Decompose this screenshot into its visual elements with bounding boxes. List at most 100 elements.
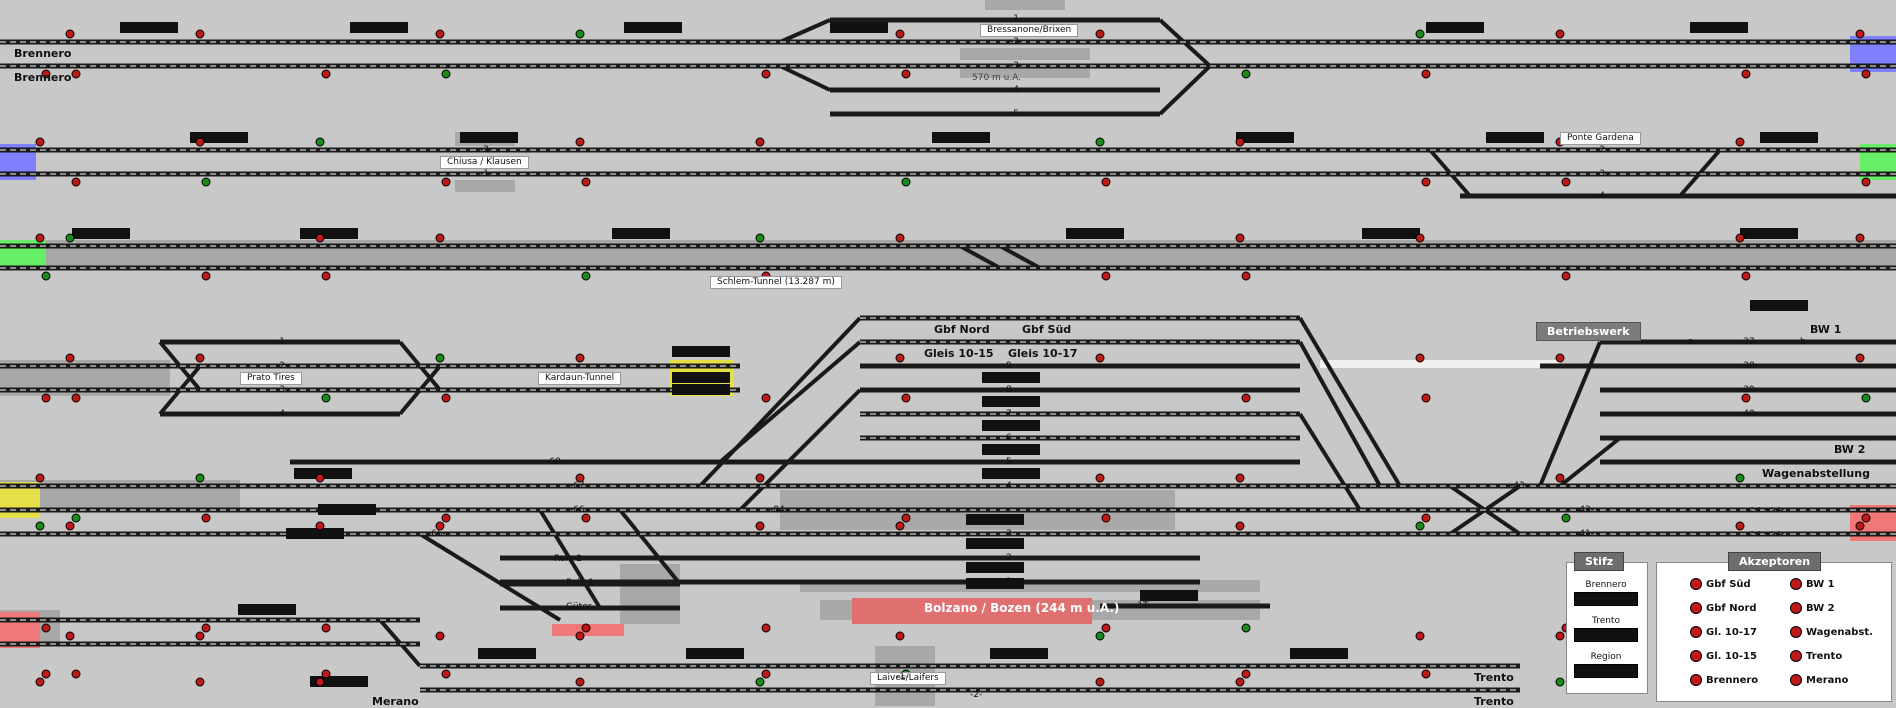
signal-light-icon[interactable] [1855, 233, 1865, 243]
signal-light-icon[interactable] [321, 69, 331, 79]
akzeptor-wagenabst[interactable]: Wagenabst. [1790, 626, 1873, 638]
signal-light-icon[interactable] [315, 137, 325, 147]
signal-light-icon[interactable] [1421, 177, 1431, 187]
signal-light-icon[interactable] [1235, 677, 1245, 687]
signal-light-icon[interactable] [1735, 137, 1745, 147]
signal-light-icon[interactable] [575, 353, 585, 363]
signal-light-icon[interactable] [755, 137, 765, 147]
signal-light-icon[interactable] [1421, 669, 1431, 679]
signal-light-icon[interactable] [201, 177, 211, 187]
signal-light-icon[interactable] [195, 137, 205, 147]
signal-light-icon[interactable] [1555, 677, 1565, 687]
signal-light-icon[interactable] [65, 233, 75, 243]
signal-light-icon[interactable] [41, 669, 51, 679]
signal-light-icon[interactable] [1555, 353, 1565, 363]
signal-light-icon[interactable] [1561, 271, 1571, 281]
signal-light-icon[interactable] [1101, 623, 1111, 633]
signal-light-icon[interactable] [1861, 69, 1871, 79]
signal-light-icon[interactable] [901, 513, 911, 523]
signal-light-icon[interactable] [321, 393, 331, 403]
akzeptor-gl-10-17[interactable]: Gl. 10-17 [1690, 626, 1757, 638]
signal-light-icon[interactable] [1415, 631, 1425, 641]
signal-light-icon[interactable] [1855, 521, 1865, 531]
signal-light-icon[interactable] [581, 513, 591, 523]
signal-light-icon[interactable] [755, 233, 765, 243]
signal-light-icon[interactable] [755, 677, 765, 687]
signal-light-icon[interactable] [441, 393, 451, 403]
signal-light-icon[interactable] [575, 29, 585, 39]
signal-light-icon[interactable] [1095, 677, 1105, 687]
signal-light-icon[interactable] [35, 137, 45, 147]
signal-light-icon[interactable] [1561, 513, 1571, 523]
signal-light-icon[interactable] [71, 177, 81, 187]
signal-light-icon[interactable] [201, 513, 211, 523]
signal-light-icon[interactable] [1421, 69, 1431, 79]
akzeptor-gbf-nord[interactable]: Gbf Nord [1690, 602, 1757, 614]
signal-light-icon[interactable] [321, 271, 331, 281]
signal-light-icon[interactable] [581, 271, 591, 281]
signal-light-icon[interactable] [1415, 521, 1425, 531]
signal-light-icon[interactable] [321, 623, 331, 633]
signal-light-icon[interactable] [201, 623, 211, 633]
signal-light-icon[interactable] [35, 473, 45, 483]
signal-light-icon[interactable] [1421, 513, 1431, 523]
signal-light-icon[interactable] [1735, 521, 1745, 531]
signal-light-icon[interactable] [435, 521, 445, 531]
signal-light-icon[interactable] [1555, 631, 1565, 641]
signal-light-icon[interactable] [1741, 69, 1751, 79]
signal-light-icon[interactable] [315, 521, 325, 531]
signal-light-icon[interactable] [1241, 393, 1251, 403]
signal-light-icon[interactable] [1235, 521, 1245, 531]
signal-light-icon[interactable] [441, 177, 451, 187]
signal-light-icon[interactable] [1855, 353, 1865, 363]
signal-light-icon[interactable] [1561, 177, 1571, 187]
signal-light-icon[interactable] [1095, 137, 1105, 147]
signal-light-icon[interactable] [895, 233, 905, 243]
akzeptor-gbf-sued[interactable]: Gbf Süd [1690, 578, 1751, 590]
signal-light-icon[interactable] [575, 677, 585, 687]
signal-light-icon[interactable] [41, 393, 51, 403]
signal-light-icon[interactable] [1241, 623, 1251, 633]
signal-light-icon[interactable] [575, 631, 585, 641]
signal-light-icon[interactable] [895, 521, 905, 531]
signal-light-icon[interactable] [441, 513, 451, 523]
stift-item-region[interactable]: Region [1566, 652, 1646, 678]
signal-light-icon[interactable] [581, 177, 591, 187]
akzeptor-brennero[interactable]: Brennero [1690, 674, 1758, 686]
akzeptor-bw1[interactable]: BW 1 [1790, 578, 1835, 590]
signal-light-icon[interactable] [315, 473, 325, 483]
signal-light-icon[interactable] [1095, 631, 1105, 641]
signal-light-icon[interactable] [581, 623, 591, 633]
signal-light-icon[interactable] [441, 69, 451, 79]
signal-light-icon[interactable] [1741, 271, 1751, 281]
stift-item-brennero[interactable]: Brennero [1566, 580, 1646, 606]
signal-light-icon[interactable] [575, 473, 585, 483]
signal-light-icon[interactable] [65, 521, 75, 531]
signal-light-icon[interactable] [435, 353, 445, 363]
signal-light-icon[interactable] [901, 69, 911, 79]
signal-light-icon[interactable] [755, 521, 765, 531]
signal-light-icon[interactable] [41, 623, 51, 633]
signal-light-icon[interactable] [35, 233, 45, 243]
signal-light-icon[interactable] [1241, 69, 1251, 79]
signal-light-icon[interactable] [1235, 137, 1245, 147]
signal-light-icon[interactable] [71, 393, 81, 403]
signal-light-icon[interactable] [895, 353, 905, 363]
signal-light-icon[interactable] [761, 623, 771, 633]
signal-light-icon[interactable] [315, 677, 325, 687]
akzeptor-bw2[interactable]: BW 2 [1790, 602, 1835, 614]
signal-light-icon[interactable] [901, 393, 911, 403]
signal-light-icon[interactable] [195, 29, 205, 39]
signal-light-icon[interactable] [1555, 29, 1565, 39]
signal-light-icon[interactable] [35, 521, 45, 531]
signal-light-icon[interactable] [1095, 353, 1105, 363]
signal-light-icon[interactable] [575, 137, 585, 147]
signal-light-icon[interactable] [65, 631, 75, 641]
signal-light-icon[interactable] [1235, 233, 1245, 243]
signal-light-icon[interactable] [195, 473, 205, 483]
signal-light-icon[interactable] [1101, 177, 1111, 187]
signal-light-icon[interactable] [201, 271, 211, 281]
signal-light-icon[interactable] [895, 29, 905, 39]
signal-light-icon[interactable] [35, 677, 45, 687]
signal-light-icon[interactable] [71, 513, 81, 523]
